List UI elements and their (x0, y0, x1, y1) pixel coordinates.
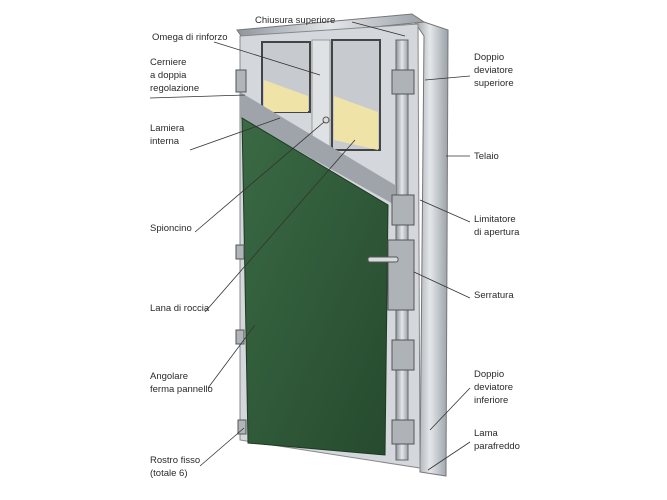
label-telaio: Telaio (474, 151, 499, 162)
label-lama: Lama parafreddo (474, 428, 520, 452)
label-cerniere: Cerniere a doppia regolazione (150, 57, 200, 94)
rock-wool (264, 80, 308, 112)
green-panel (241, 117, 389, 456)
lock-hardware (387, 69, 415, 445)
peephole (322, 116, 330, 124)
label-angolare: Angolare ferma pannello (150, 371, 213, 395)
label-lana: Lana di roccia (150, 303, 210, 314)
label-chiusura: Chiusura superiore (255, 15, 336, 26)
label-spioncino: Spioncino (150, 223, 192, 234)
label-rostro: Rostro fisso (totale 6) (150, 455, 201, 479)
label-serratura: Serratura (474, 290, 514, 301)
hinges (235, 69, 247, 435)
door-frame (410, 17, 449, 477)
inner-sheet (240, 92, 395, 205)
label-lamiera: Lamiera interna (150, 123, 185, 147)
label-deviatore-inferiore: Doppio deviatore inferiore (474, 369, 514, 406)
label-deviatore-superiore: Doppio deviatore superiore (474, 52, 514, 89)
leader-lines (149, 21, 471, 471)
label-limitatore: Limitatore di apertura (474, 214, 520, 238)
rock-wool-right (334, 96, 378, 150)
door-handle (367, 256, 399, 263)
label-omega: Omega di rinforzo (152, 32, 228, 43)
